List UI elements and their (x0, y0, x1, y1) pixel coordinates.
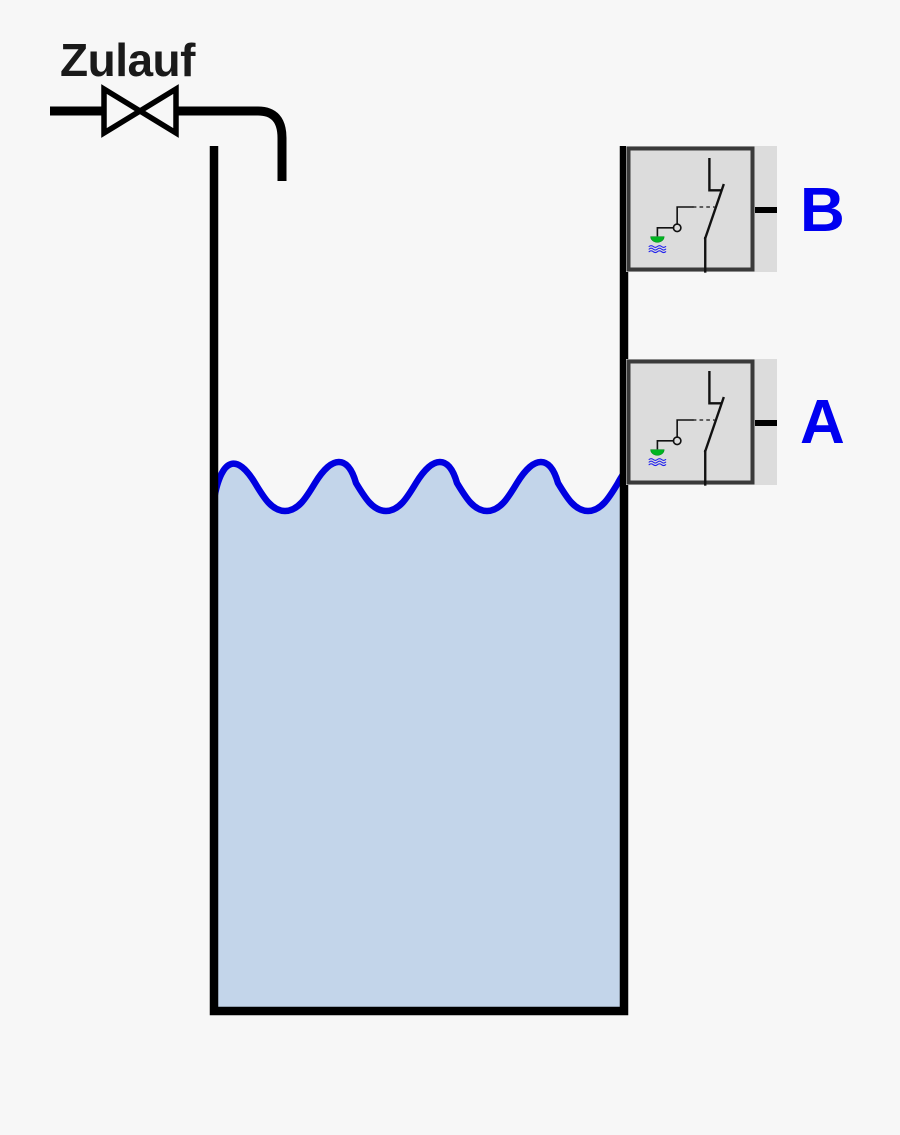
tank-liquid-fill (214, 462, 624, 1007)
inlet-pipe-elbow (176, 106, 287, 181)
valve-bowtie-icon (101, 84, 179, 138)
switch-unit-b[interactable] (626, 146, 777, 272)
switch-b-enclosure (626, 146, 755, 272)
inlet-pipe-group (50, 84, 287, 181)
wave-surface-icon (210, 459, 628, 515)
tank-group (209, 146, 629, 1016)
switch-unit-a[interactable] (626, 359, 777, 485)
switch-label-b: B (800, 176, 845, 245)
inlet-label: Zulauf (60, 34, 195, 86)
switch-label-a: A (800, 388, 845, 457)
tank-walls (209, 146, 629, 1016)
switch-a-enclosure (626, 359, 755, 485)
